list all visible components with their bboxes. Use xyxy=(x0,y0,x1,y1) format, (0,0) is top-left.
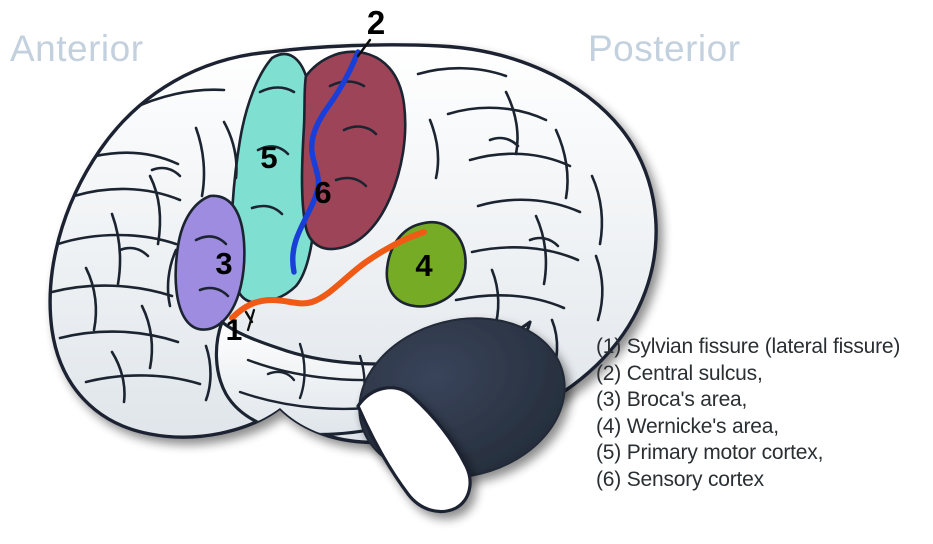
leader-line-sylvian-fissure-2 xyxy=(246,308,256,332)
central-sulcus-line xyxy=(289,49,361,275)
orientation-label-anterior: Anterior xyxy=(10,28,144,69)
legend-item-sensory-cortex: (6) Sensory cortex xyxy=(596,467,764,491)
marker-3-brocas-area: 3 xyxy=(215,246,232,281)
orientation-label-posterior: Posterior xyxy=(588,28,741,69)
leader-line-central-sulcus xyxy=(356,38,372,58)
legend: (1) Sylvian fissure (lateral fissure) (2… xyxy=(596,334,932,494)
legend-item-primary-motor-cortex: (5) Primary motor cortex, xyxy=(596,441,824,465)
marker-2-central-sulcus: 2 xyxy=(367,4,385,41)
legend-item-central-sulcus: (2) Central sulcus, xyxy=(596,361,763,385)
sulci-lines xyxy=(50,66,604,404)
region-sensory-cortex xyxy=(300,50,407,251)
legend-item-sylvian-fissure: (1) Sylvian fissure (lateral fissure) xyxy=(596,335,901,358)
legend-item-wernickes-area: (4) Wernicke's area, xyxy=(596,414,779,438)
brainstem xyxy=(356,386,472,514)
marker-5-primary-motor-cortex: 5 xyxy=(260,140,277,175)
region-wernickes-area xyxy=(385,220,467,308)
legend-item-brocas-area: (3) Broca's area, xyxy=(596,388,748,412)
marker-4-wernickes-area: 4 xyxy=(415,248,433,283)
marker-6-sensory-cortex: 6 xyxy=(314,175,331,210)
sylvian-fissure-line xyxy=(229,229,427,321)
marker-1-sylvian-fissure: 1 xyxy=(226,314,243,347)
